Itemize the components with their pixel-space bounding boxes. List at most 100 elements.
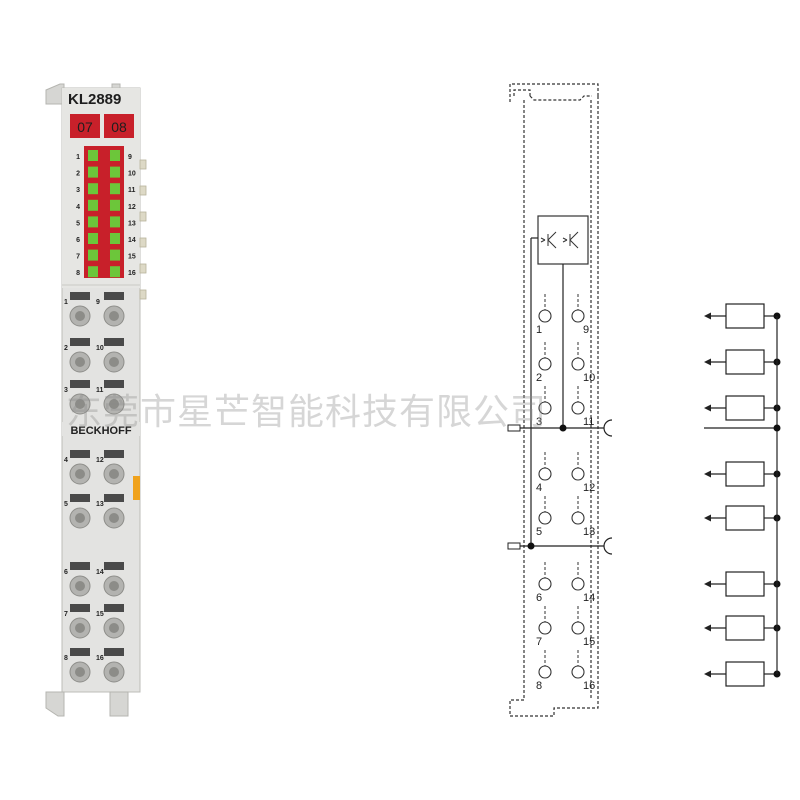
led-indicator — [88, 150, 98, 161]
led-number: 6 — [76, 237, 80, 244]
schematic-terminal — [538, 309, 552, 323]
schematic-terminal-number: 15 — [583, 636, 595, 648]
terminal-hole — [109, 667, 119, 677]
module-foot-right — [109, 691, 129, 717]
led-number: 10 — [128, 171, 136, 178]
contact-upper-left — [507, 424, 521, 432]
led-indicator — [110, 249, 120, 261]
led-indicator — [88, 233, 98, 244]
status-label-08: 08 — [111, 119, 127, 135]
terminal-release-slot — [70, 648, 90, 656]
terminal-number: 1 — [64, 299, 68, 306]
led-indicator — [110, 266, 120, 278]
schematic-terminal — [571, 309, 585, 323]
led-indicator — [110, 233, 120, 244]
terminal-number: 9 — [96, 299, 100, 306]
terminal-release-slot — [70, 338, 90, 346]
led-indicator — [110, 150, 120, 161]
module-outline-schematic — [509, 83, 599, 717]
module-top-hook — [45, 83, 65, 105]
schematic-terminal-number: 7 — [536, 636, 542, 648]
transistor-symbol-right — [562, 231, 579, 249]
terminal-release-slot — [104, 450, 124, 458]
terminal-number: 3 — [64, 387, 68, 394]
schematic-terminal — [538, 401, 552, 415]
led-number: 12 — [128, 204, 136, 211]
terminal-number: 15 — [96, 611, 104, 618]
schematic-terminal — [538, 665, 552, 679]
terminal-number: 14 — [96, 569, 104, 576]
led-indicator — [88, 166, 98, 178]
terminal-number: 11 — [96, 387, 104, 394]
terminal-number: 2 — [64, 345, 68, 352]
schematic-terminal — [571, 621, 585, 635]
watermark-text: 东莞市星芒智能科技有限公司 — [66, 392, 547, 433]
led-number: 1 — [76, 154, 80, 161]
terminal-number: 7 — [64, 611, 68, 618]
led-number: 5 — [76, 220, 80, 227]
terminal-hole — [75, 469, 85, 479]
schematic-terminal — [571, 357, 585, 371]
led-indicator — [88, 249, 98, 261]
led-indicator — [110, 216, 120, 228]
load-arrow — [704, 358, 711, 366]
terminal-number: 8 — [64, 655, 68, 662]
led-number: 2 — [76, 171, 80, 178]
schematic-terminal-number: 8 — [536, 680, 542, 692]
schematic-terminal-number: 13 — [583, 526, 595, 538]
led-number: 11 — [128, 187, 136, 194]
terminal-number: 12 — [96, 457, 104, 464]
schematic-terminal — [538, 357, 552, 371]
led-number: 16 — [128, 270, 136, 277]
load-arrow — [704, 670, 711, 678]
terminal-release-slot — [104, 604, 124, 612]
terminal-number: 5 — [64, 501, 68, 508]
schematic-terminal — [538, 467, 552, 481]
terminal-hole — [109, 513, 119, 523]
load-box — [725, 505, 765, 531]
load-arrow — [704, 404, 711, 412]
load-box — [725, 571, 765, 597]
terminal-hole — [109, 399, 119, 409]
terminal-hole — [109, 357, 119, 367]
terminal-hole — [75, 513, 85, 523]
led-number: 13 — [128, 220, 136, 227]
status-box-08 — [104, 114, 134, 138]
terminal-release-slot — [104, 380, 124, 388]
schematic-terminal — [571, 665, 585, 679]
terminal-release-slot — [70, 494, 90, 502]
power-contact — [139, 237, 147, 248]
terminal-hole — [75, 623, 85, 633]
contact-upper-right — [603, 419, 613, 437]
load-box — [725, 461, 765, 487]
terminal-number: 13 — [96, 501, 104, 508]
node-upper — [559, 424, 567, 432]
load-box — [725, 303, 765, 329]
terminal-hole — [109, 311, 119, 321]
schematic-terminal — [571, 577, 585, 591]
load-arrow — [704, 312, 711, 320]
terminal-number: 16 — [96, 655, 104, 662]
terminal-release-slot — [70, 450, 90, 458]
terminal-release-slot — [70, 292, 90, 300]
terminal-hole — [75, 357, 85, 367]
schematic-terminal — [538, 577, 552, 591]
power-contact — [139, 263, 147, 274]
outline-top-step — [529, 95, 592, 101]
transistor-symbol-left — [540, 231, 557, 249]
load-arrow — [704, 514, 711, 522]
schematic-terminal — [571, 467, 585, 481]
led-indicator — [110, 199, 120, 211]
terminal-number: 4 — [64, 457, 68, 464]
terminal-release-slot — [104, 648, 124, 656]
terminal-hole — [75, 581, 85, 591]
power-contact — [139, 211, 147, 222]
load-box — [725, 349, 765, 375]
schematic-terminal-number: 5 — [536, 526, 542, 538]
terminal-release-slot — [104, 562, 124, 570]
